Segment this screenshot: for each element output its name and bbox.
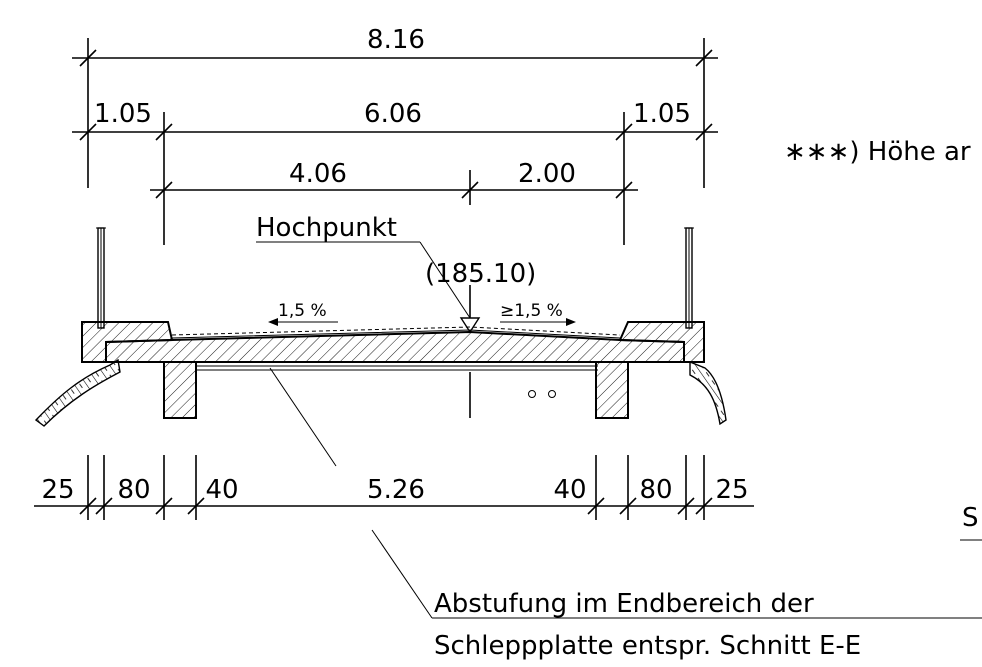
height-note: ∗∗∗) Höhe ar <box>784 137 971 167</box>
bridge-deck <box>81 321 705 419</box>
dim-left-carriageway: 4.06 <box>289 159 347 189</box>
section-mark: S <box>962 503 979 533</box>
dim-bottom-7: 25 <box>715 475 748 505</box>
dim-bottom-6: 80 <box>639 475 672 505</box>
slope-left: 1,5 % <box>278 301 327 321</box>
dimension-chain-top <box>72 38 718 245</box>
dim-middle-width: 6.06 <box>364 99 422 129</box>
callout-line-1: Abstufung im Endbereich der <box>434 589 814 619</box>
arrow-left-icon <box>268 318 278 326</box>
dim-bottom-4: 5.26 <box>367 475 425 505</box>
dim-right-carriageway: 2.00 <box>518 159 576 189</box>
slope-right: ≥1,5 % <box>500 301 563 321</box>
dim-bottom-1: 25 <box>41 475 74 505</box>
dim-bottom-3: 40 <box>205 475 238 505</box>
embankment-right <box>689 360 727 426</box>
dim-left-edge: 1.05 <box>94 99 152 129</box>
railing-left <box>96 227 106 329</box>
level-marker-icon <box>459 317 481 334</box>
crown-label: Hochpunkt <box>256 213 397 243</box>
arrow-right-icon <box>566 318 576 326</box>
dim-bottom-5: 40 <box>553 475 586 505</box>
dim-overall-width: 8.16 <box>367 25 425 55</box>
embankment-left <box>34 358 121 427</box>
railing-right <box>684 227 694 329</box>
dimension-chain-bottom <box>34 455 754 520</box>
dim-bottom-2: 80 <box>117 475 150 505</box>
dim-right-edge: 1.05 <box>633 99 691 129</box>
callout-line-2: Schleppplatte entspr. Schnitt E-E <box>434 631 861 661</box>
crown-level: (185.10) <box>425 259 536 289</box>
